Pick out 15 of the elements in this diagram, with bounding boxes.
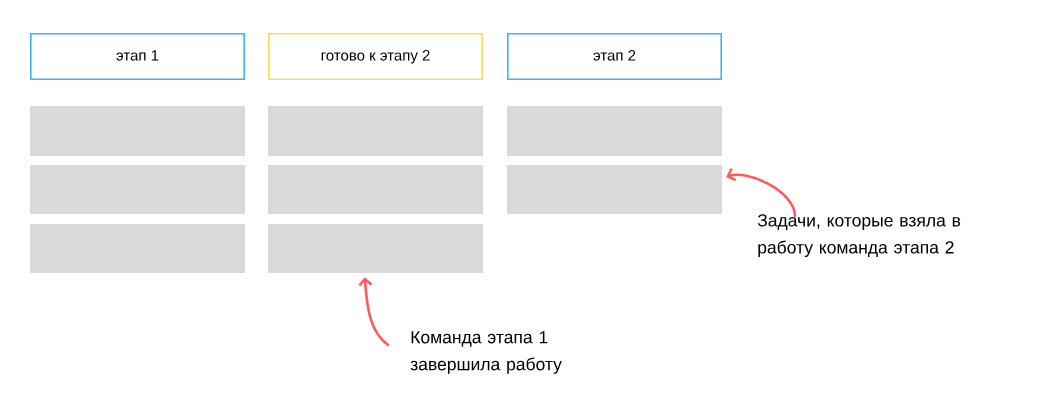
stage-header: готово к этапу 2: [268, 33, 483, 80]
stage-header: этап 2: [507, 33, 722, 80]
stage-header: этап 1: [30, 33, 245, 80]
task-card: [30, 224, 245, 273]
annotation-text: Задачи, которые взяла в работу команда этапа 2: [757, 214, 961, 258]
task-card: [30, 106, 245, 156]
curved-arrow: [358, 277, 390, 347]
task-card: [507, 106, 722, 156]
task-card: [268, 165, 483, 214]
task-card: [268, 106, 483, 156]
task-card: [268, 224, 483, 273]
curved-arrow: [726, 168, 797, 218]
task-card: [507, 165, 722, 214]
task-card: [30, 165, 245, 214]
annotation-text: Команда этапа 1 завершила работу: [410, 331, 562, 374]
